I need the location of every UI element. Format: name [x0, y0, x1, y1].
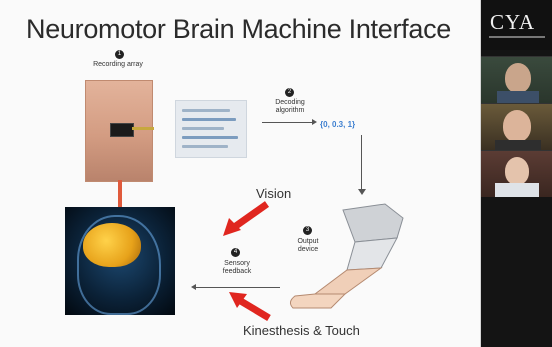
arrow-down [361, 135, 362, 190]
participant-body-2 [495, 140, 541, 150]
arrow-to-brain [195, 287, 280, 288]
logo-tile: CYA [481, 0, 552, 50]
data-row [182, 118, 236, 121]
recording-array-caption: Recording array [93, 61, 143, 68]
participant-face-3 [505, 157, 529, 185]
sensory-feedback-caption: Sensory feedback [222, 260, 252, 275]
logo-underline [489, 36, 545, 38]
participant-face-2 [503, 110, 531, 142]
kinesthesis-touch-label: Kinesthesis & Touch [243, 323, 360, 338]
electrode-chip [110, 123, 134, 137]
output-device-caption: Output device [297, 238, 319, 253]
data-row [182, 127, 224, 130]
data-row [182, 136, 238, 139]
brain-highlight [83, 223, 141, 267]
arrow-head-right-icon [312, 119, 317, 125]
electrode-wire [132, 127, 154, 130]
participant-video-tile-3[interactable] [481, 150, 552, 197]
cya-logo: CYA [490, 10, 536, 34]
arrow-head-down-icon [358, 189, 366, 195]
step-number-4: 4 [231, 248, 240, 257]
participant-face-1 [505, 63, 531, 93]
decoded-output-vector: {0, 0.3, 1} [320, 120, 356, 129]
participant-video-tile-2[interactable] [481, 103, 552, 150]
participant-body-1 [497, 91, 539, 103]
slide-title: Neuromotor Brain Machine Interface [26, 14, 452, 44]
video-sidebar: CYA [481, 0, 552, 347]
vision-red-arrow-icon [223, 201, 270, 236]
data-row [182, 109, 230, 112]
presentation-slide: Neuromotor Brain Machine Interface 1 Rec… [0, 0, 481, 347]
decoding-algorithm-caption: Decoding algorithm [275, 99, 305, 114]
vision-label: Vision [256, 186, 292, 201]
step-number-1: 1 [115, 50, 124, 59]
neural-data-table [175, 100, 247, 158]
connector-line [118, 180, 122, 207]
kinesthesis-red-arrow-icon [229, 292, 271, 322]
participant-body-3 [495, 183, 539, 197]
head-outline [77, 215, 161, 315]
brain-scan-image [65, 207, 175, 315]
arrow-head-left-icon [191, 284, 196, 290]
data-row [182, 145, 228, 148]
step-number-2: 2 [285, 88, 294, 97]
step-number-3: 3 [303, 226, 312, 235]
recording-array-photo [85, 80, 154, 182]
participant-video-tile-1[interactable] [481, 56, 552, 103]
prosthetic-arm-image [289, 203, 404, 309]
arrow-to-output [262, 122, 314, 123]
